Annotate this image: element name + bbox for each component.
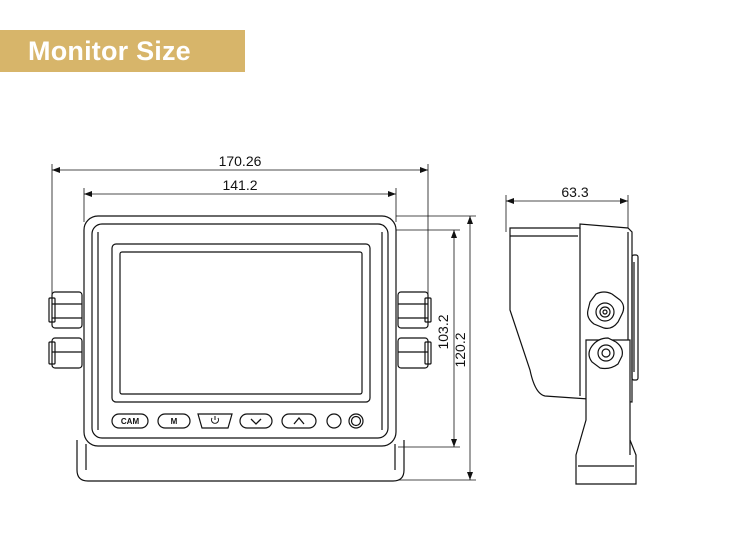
dim-inner-height-lines (396, 229, 460, 448)
dim-side-depth-lines (505, 195, 629, 232)
label-overall-height: 120.2 (452, 332, 468, 367)
cam-button-label: CAM (121, 417, 140, 426)
monitor-housing (83, 215, 397, 447)
right-side-knob (397, 291, 432, 369)
label-side-depth: 63.3 (561, 184, 588, 200)
monitor-screen (111, 243, 371, 403)
section-title-bar: Monitor Size (0, 30, 245, 72)
side-view-knob-upper (587, 291, 625, 329)
label-screen-width: 141.2 (222, 177, 257, 193)
side-view-stand (575, 339, 637, 485)
side-view-knob-lower (588, 337, 623, 370)
dim-overall-height-lines (396, 215, 476, 481)
section-title: Monitor Size (28, 35, 191, 66)
button-row (111, 413, 364, 429)
left-side-knob (48, 291, 83, 369)
dim-overall-width-lines (51, 164, 429, 300)
label-inner-height: 103.2 (435, 314, 451, 349)
mode-button-label: M (171, 417, 178, 426)
front-stand (76, 440, 405, 482)
label-overall-width: 170.26 (219, 153, 262, 169)
